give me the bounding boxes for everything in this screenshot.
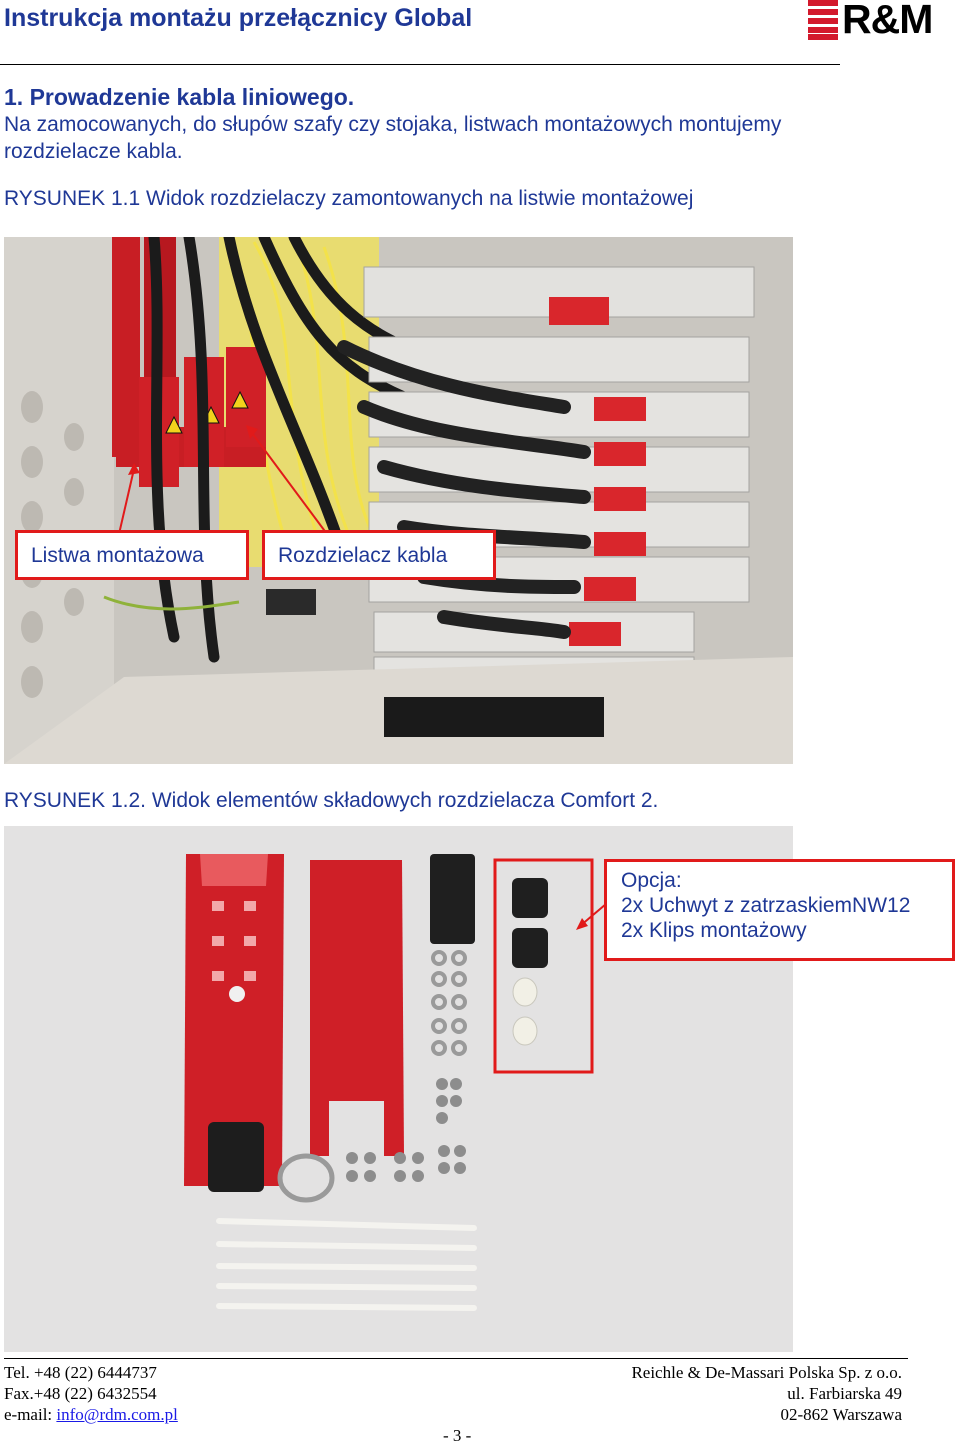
- page-number: - 3 -: [443, 1426, 472, 1445]
- footer-email-label: e-mail:: [4, 1405, 57, 1424]
- logo-text: R&M: [842, 0, 933, 42]
- rm-logo: R&M: [808, 0, 958, 42]
- figure1-caption: RYSUNEK 1.1 Widok rozdzielaczy zamontowa…: [4, 187, 694, 210]
- footer-company: Reichle & De-Massari Polska Sp. z o.o.: [631, 1363, 902, 1382]
- footer-fax: Fax.+48 (22) 6432554: [4, 1384, 157, 1403]
- figure1-photo: Listwa montażowa Rozdzielacz kabla: [4, 237, 793, 764]
- rack-photo-illustration: [4, 237, 793, 764]
- callout-cable-splitter-label: Rozdzielacz kabla: [278, 544, 448, 567]
- footer-email-link[interactable]: info@rdm.com.pl: [56, 1405, 178, 1424]
- document-title: Instrukcja montażu przełącznicy Global: [4, 4, 473, 32]
- footer-city: 02-862 Warszawa: [780, 1405, 902, 1424]
- section-heading: 1. Prowadzenie kabla liniowego.: [4, 84, 355, 110]
- section-intro: Na zamocowanych, do słupów szafy czy sto…: [4, 113, 782, 163]
- callout-option: Opcja: 2x Uchwyt z zatrzaskiemNW12 2x Kl…: [604, 859, 955, 961]
- footer-divider: [4, 1358, 908, 1359]
- footer-email-line: e-mail: info@rdm.com.pl: [4, 1405, 178, 1425]
- figure2-caption: RYSUNEK 1.2. Widok elementów składowych …: [4, 789, 659, 812]
- callout-mounting-rail-label: Listwa montażowa: [31, 544, 204, 567]
- callout-option-line1: 2x Uchwyt z zatrzaskiemNW12: [621, 894, 911, 917]
- callout-cable-splitter: Rozdzielacz kabla: [262, 530, 496, 580]
- callout-option-title: Opcja:: [621, 869, 682, 892]
- logo-stripes: [808, 0, 838, 40]
- callout-mounting-rail: Listwa montażowa: [15, 530, 249, 580]
- header-divider: [0, 64, 840, 65]
- footer-tel: Tel. +48 (22) 6444737: [4, 1363, 157, 1382]
- callout-option-line2: 2x Klips montażowy: [621, 919, 807, 942]
- footer-street: ul. Farbiarska 49: [787, 1384, 902, 1403]
